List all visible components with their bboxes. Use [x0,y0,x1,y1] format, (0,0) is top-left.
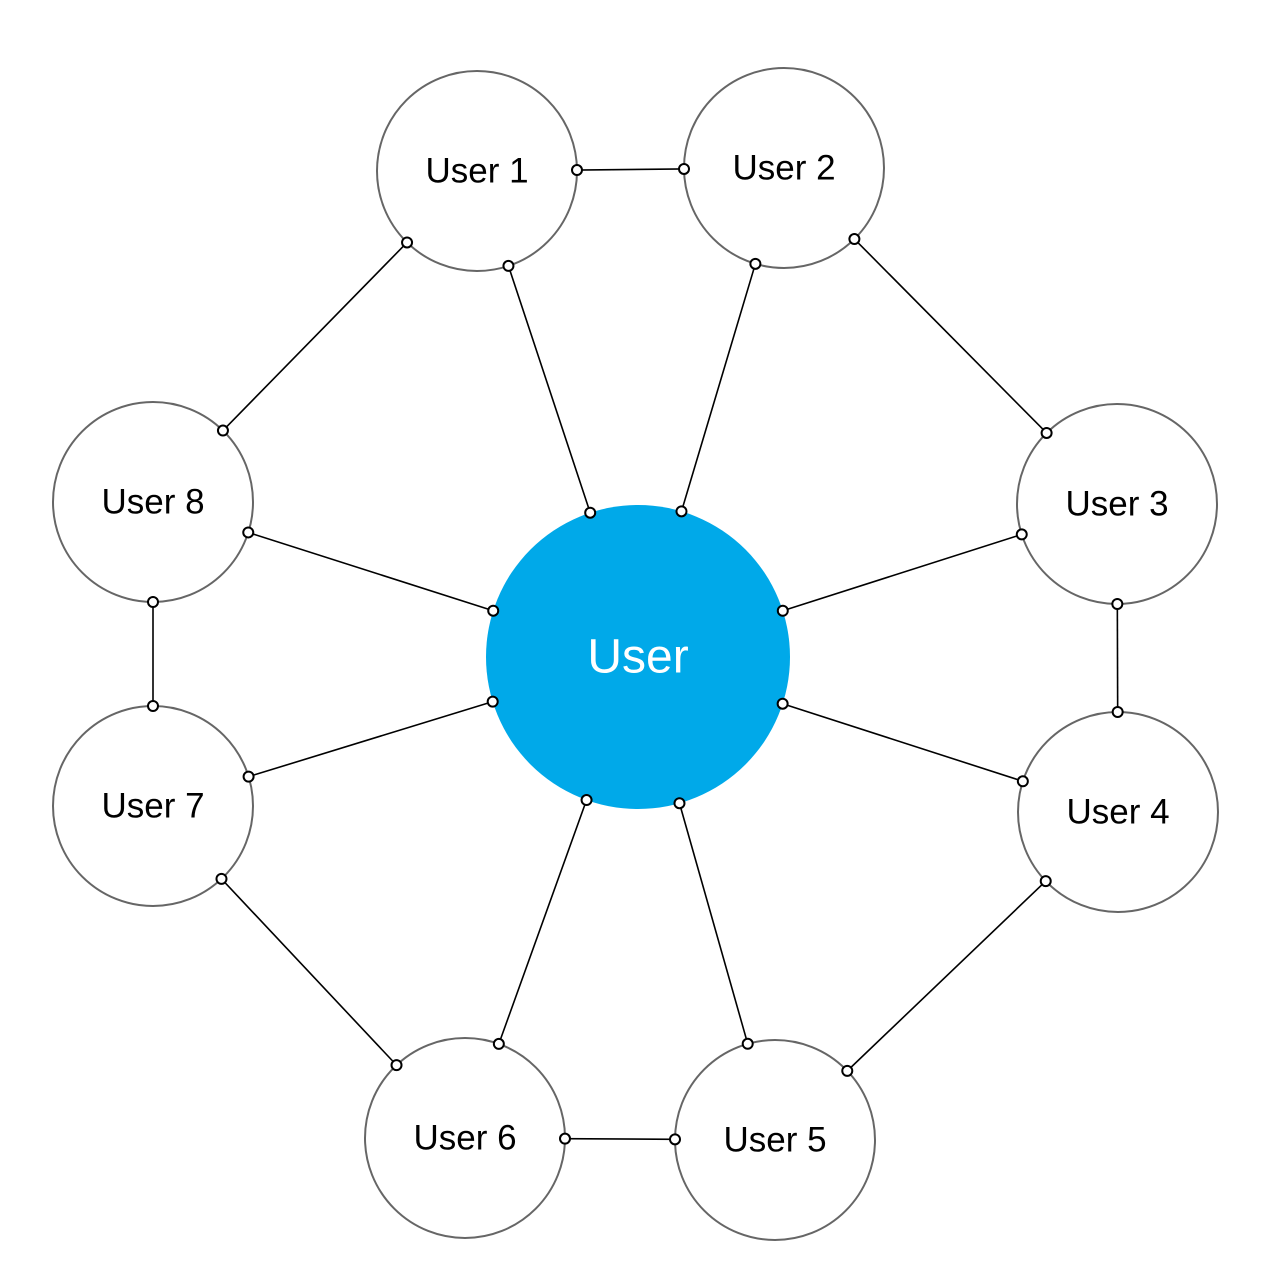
edge-layer [152,168,1119,1141]
endpoint-marker-user6 [558,1132,571,1145]
node-user3: User 3 [1016,403,1218,605]
node-user2: User 2 [683,67,885,269]
node-user1-label: User 1 [425,152,528,191]
node-layer: User 1 User 2 User 3 User 4 User 5 User 6 User… [52,67,1219,1241]
node-user7-label: User 7 [101,787,204,826]
endpoint-marker-center [580,794,593,807]
edge-center-user2 [680,263,757,512]
edge-center-user1 [507,265,591,513]
node-user3-label: User 3 [1065,485,1168,524]
endpoint-marker-user6 [492,1037,505,1050]
endpoint-marker-user3 [1111,597,1124,610]
endpoint-marker-user3 [1040,426,1053,439]
endpoint-marker-user2 [678,162,691,175]
endpoint-marker-center [673,797,686,810]
node-center-circle [486,505,790,809]
endpoint-marker-center [675,505,688,518]
node-user8: User 8 [52,401,254,603]
endpoint-marker-user4 [1111,706,1124,719]
node-user8-label: User 8 [101,483,204,522]
endpoint-marker-user5 [669,1133,682,1146]
endpoint-marker-center [486,695,499,708]
edge-user4-user5 [846,880,1047,1072]
edge-center-user5 [678,803,749,1045]
endpoint-marker-user1 [401,236,414,249]
endpoint-marker-user5 [741,1037,754,1050]
endpoint-marker-center [584,506,597,519]
node-user4: User 4 [1017,711,1219,913]
endpoint-marker-center [487,604,500,617]
node-center-label: User [587,631,688,684]
endpoint-marker-user6 [390,1059,403,1072]
endpoint-marker-layer [147,162,1124,1146]
endpoint-marker-center [776,697,789,710]
endpoint-marker-user4 [1016,775,1029,788]
edge-user5-user6 [564,1137,676,1141]
endpoint-marker-user8 [242,526,255,539]
node-center: User [486,505,790,809]
endpoint-marker-user1 [570,164,583,177]
edge-center-user3 [782,533,1022,612]
node-user4-label: User 4 [1066,793,1169,832]
node-user5: User 5 [674,1039,876,1241]
endpoint-marker-user4 [1039,875,1052,888]
edge-center-user8 [248,531,494,612]
edge-user6-user7 [220,878,398,1066]
endpoint-marker-user1 [502,259,515,272]
endpoint-marker-user7 [147,700,159,712]
node-user6-label: User 6 [413,1119,516,1158]
node-user2-label: User 2 [732,149,835,188]
node-user6: User 6 [364,1037,566,1239]
endpoint-marker-user2 [848,233,861,246]
edge-user1-user2 [576,168,685,171]
endpoint-marker-user8 [216,424,229,437]
edge-center-user4 [782,702,1024,783]
endpoint-marker-user7 [242,770,255,783]
edge-center-user6 [498,799,588,1045]
edge-center-user7 [248,700,493,778]
endpoint-marker-user2 [749,257,762,270]
endpoint-marker-user5 [841,1064,854,1077]
endpoint-marker-user8 [147,596,159,608]
endpoint-marker-user7 [215,872,228,885]
node-user5-label: User 5 [723,1121,826,1160]
endpoint-marker-user3 [1015,528,1028,541]
edge-user2-user3 [853,238,1048,434]
node-user7: User 7 [52,705,254,907]
endpoint-marker-center [776,604,789,617]
edge-user8-user1 [222,241,408,432]
